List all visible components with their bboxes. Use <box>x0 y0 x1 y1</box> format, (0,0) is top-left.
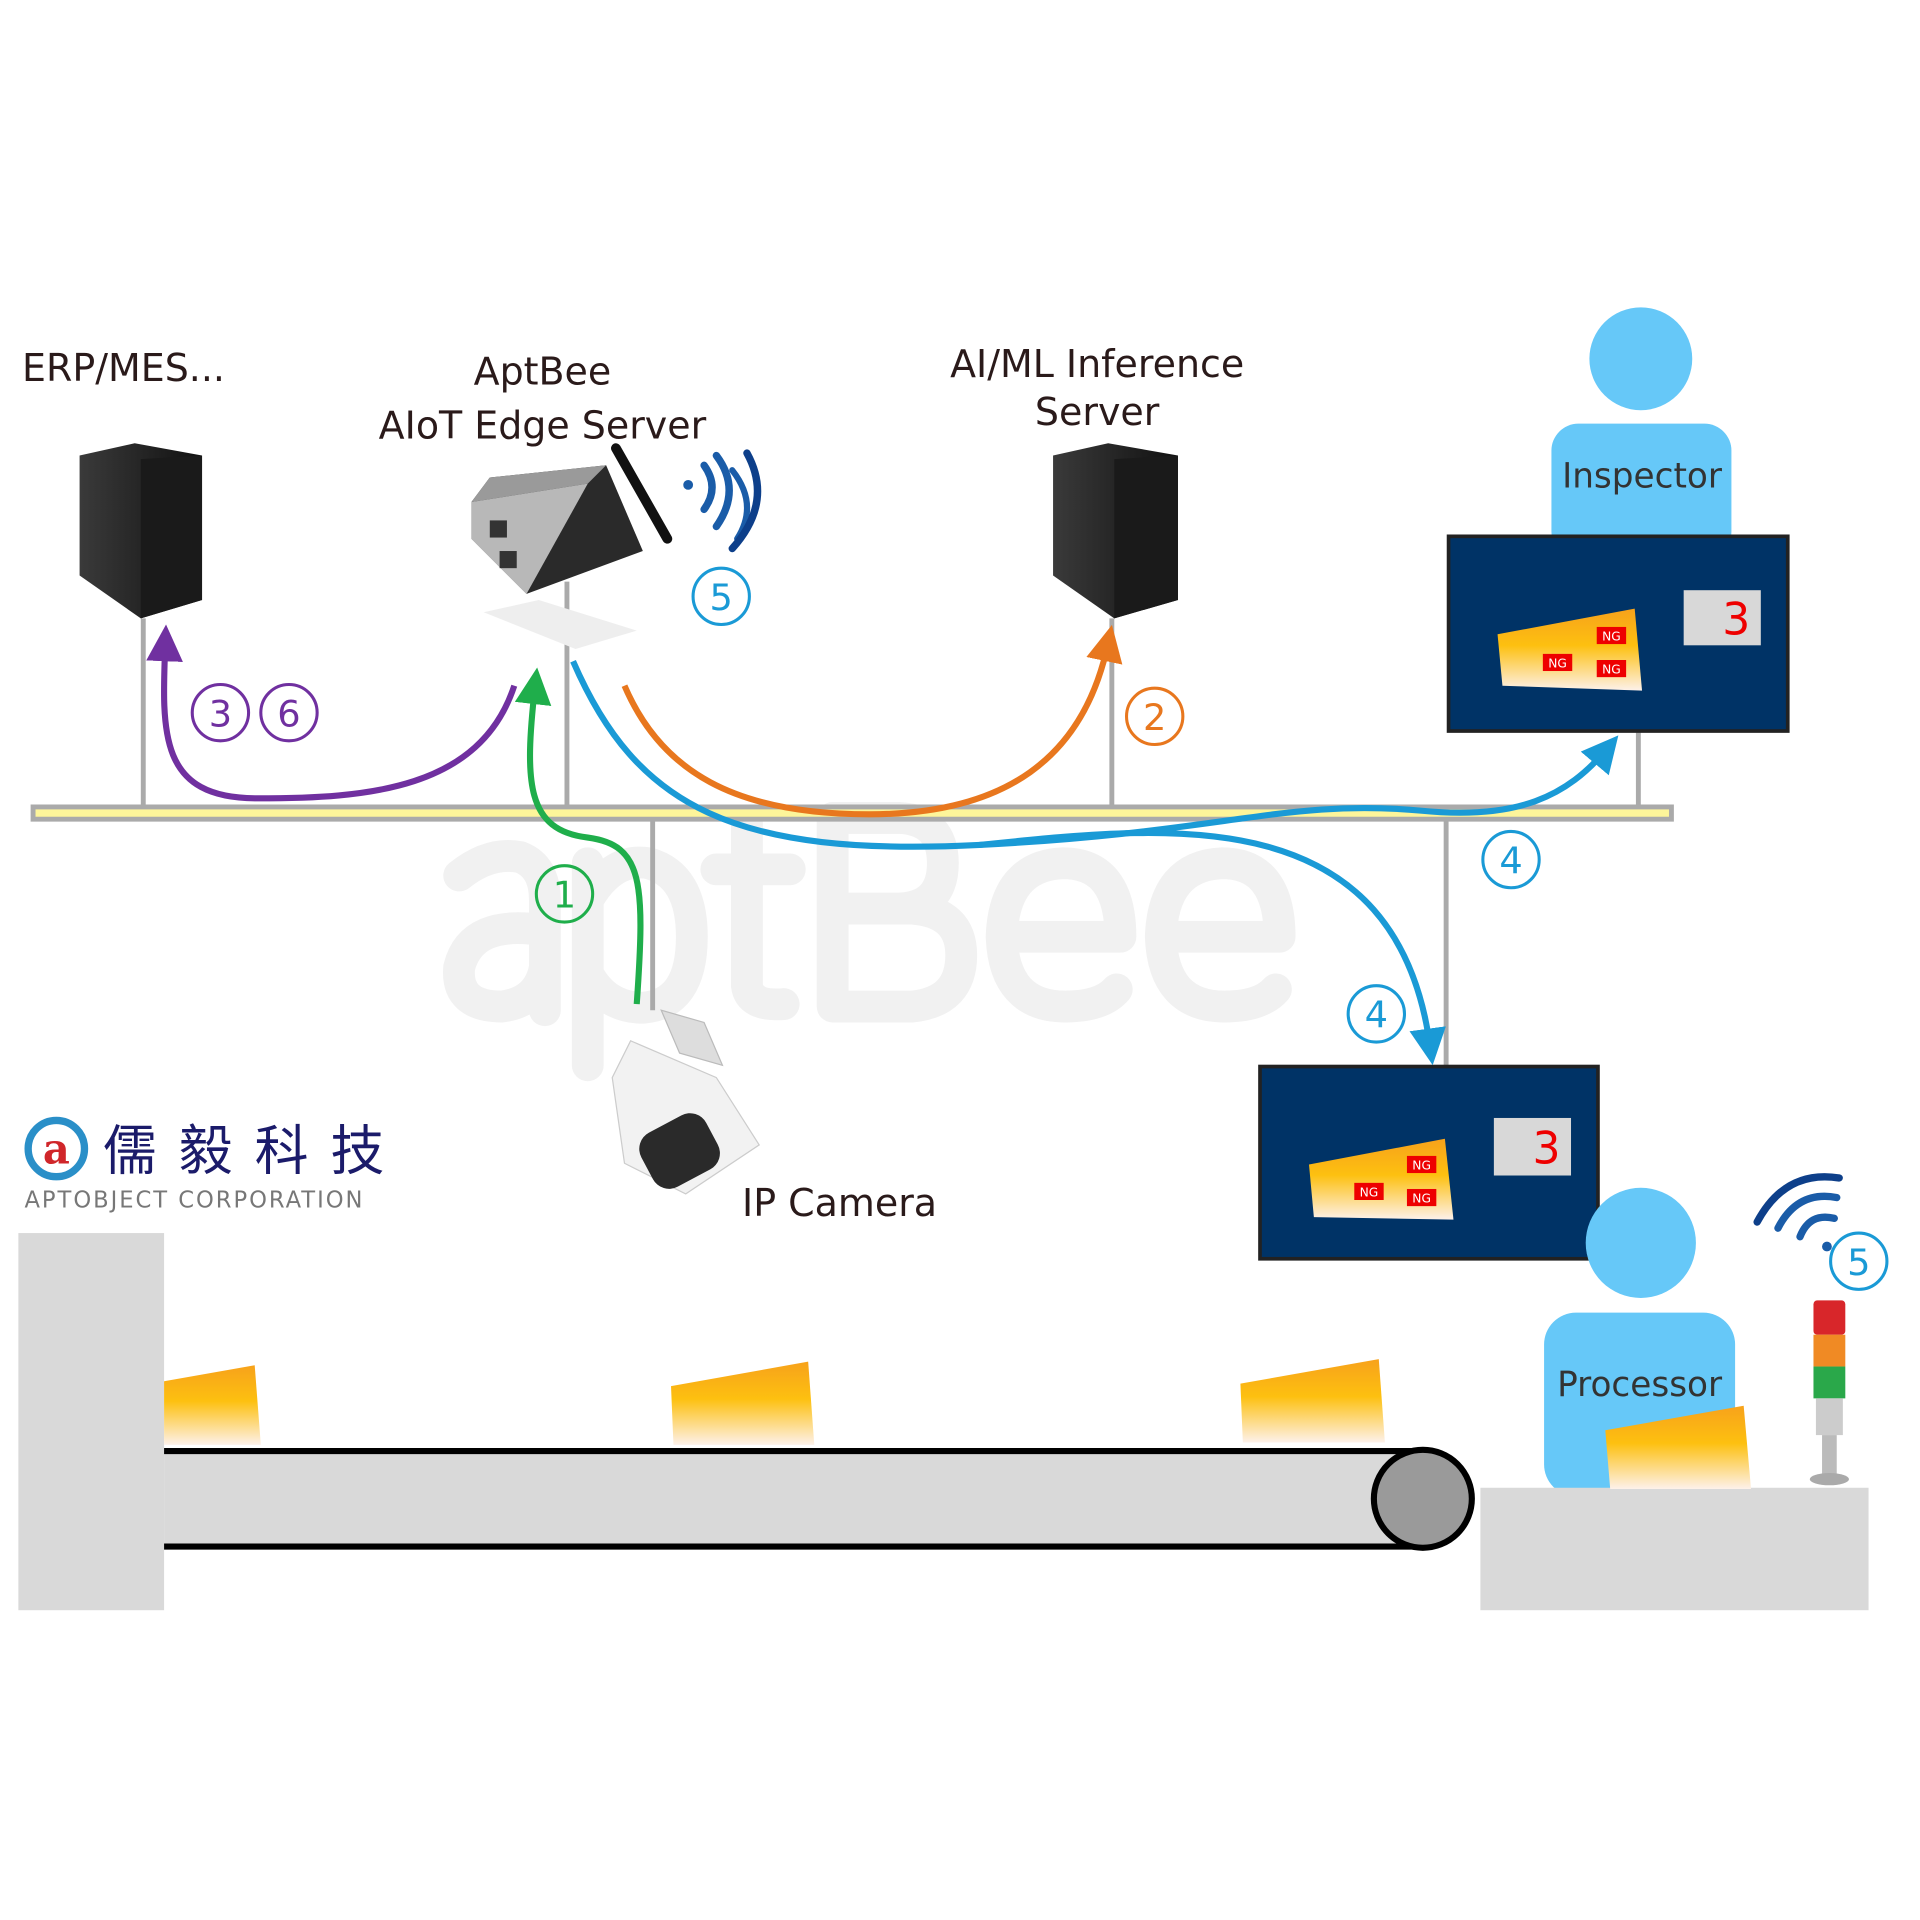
processor-monitor: NG NG NG 3 <box>1258 1064 1600 1261</box>
step-5-badge: 5 <box>1847 1241 1870 1284</box>
wifi-signal-icon <box>683 449 762 553</box>
step-1-badge: 1 <box>553 874 576 917</box>
inspector-label: Inspector <box>1562 456 1723 496</box>
conveyor-belt <box>18 1233 1869 1611</box>
flow-arrow-4-inspector <box>570 660 1619 850</box>
logo-english: APTOBJECT CORPORATION <box>24 1187 364 1213</box>
ng-tag: NG <box>1412 1191 1431 1205</box>
erp-server-icon <box>79 443 203 619</box>
step-3-badge: 3 <box>209 692 232 735</box>
wifi-signal-icon <box>1753 1173 1843 1252</box>
step-4-badge: 4 <box>1499 839 1522 882</box>
inspector-monitor: NG NG NG 3 <box>1446 534 1790 733</box>
workpiece <box>1240 1359 1385 1443</box>
ip-camera-icon <box>611 1009 761 1195</box>
ng-tag: NG <box>1360 1185 1379 1199</box>
defect-count: 3 <box>1533 1123 1561 1174</box>
workpiece <box>164 1365 261 1445</box>
step-4-badge: 4 <box>1365 994 1388 1037</box>
logo-chinese: 儒毅科技 <box>103 1119 407 1182</box>
watermark-aptbee <box>443 802 1296 1082</box>
logo-mark: a <box>43 1124 70 1173</box>
workpiece <box>671 1361 815 1445</box>
step-5-badge: 5 <box>710 576 733 619</box>
erp-label: ERP/MES... <box>22 346 225 390</box>
workpieces <box>164 1359 1752 1489</box>
processor-label: Processor <box>1557 1365 1723 1405</box>
edge-label-line2: AIoT Edge Server <box>379 403 707 447</box>
flow-arrow-4-processor <box>979 829 1446 1066</box>
flow-arrow-1 <box>514 667 644 1005</box>
ng-tag: NG <box>1412 1158 1431 1172</box>
ng-tag: NG <box>1602 662 1621 676</box>
work-table <box>1480 1487 1869 1611</box>
signal-tower-light-icon <box>1809 1300 1849 1486</box>
edge-gateway-icon <box>471 443 673 649</box>
workpiece <box>1605 1405 1752 1489</box>
ng-tag: NG <box>1548 656 1567 670</box>
flow-arrow-2 <box>621 624 1123 818</box>
defect-count: 3 <box>1722 594 1750 645</box>
flow-arrow-3-6 <box>146 624 518 802</box>
inspector-person-icon <box>1551 307 1732 559</box>
conveyor-roller <box>1370 1446 1475 1551</box>
aptobject-logo: a 儒毅科技 APTOBJECT CORPORATION <box>24 1116 407 1213</box>
ai-label-line2: Server <box>1035 390 1160 434</box>
camera-label: IP Camera <box>742 1181 937 1225</box>
ai-label-line1: AI/ML Inference <box>950 342 1244 386</box>
step-6-badge: 6 <box>277 692 300 735</box>
ng-tag: NG <box>1602 629 1621 643</box>
ai-server-icon <box>1053 443 1178 619</box>
step-2-badge: 2 <box>1143 696 1166 739</box>
edge-label-line1: AptBee <box>474 349 612 393</box>
